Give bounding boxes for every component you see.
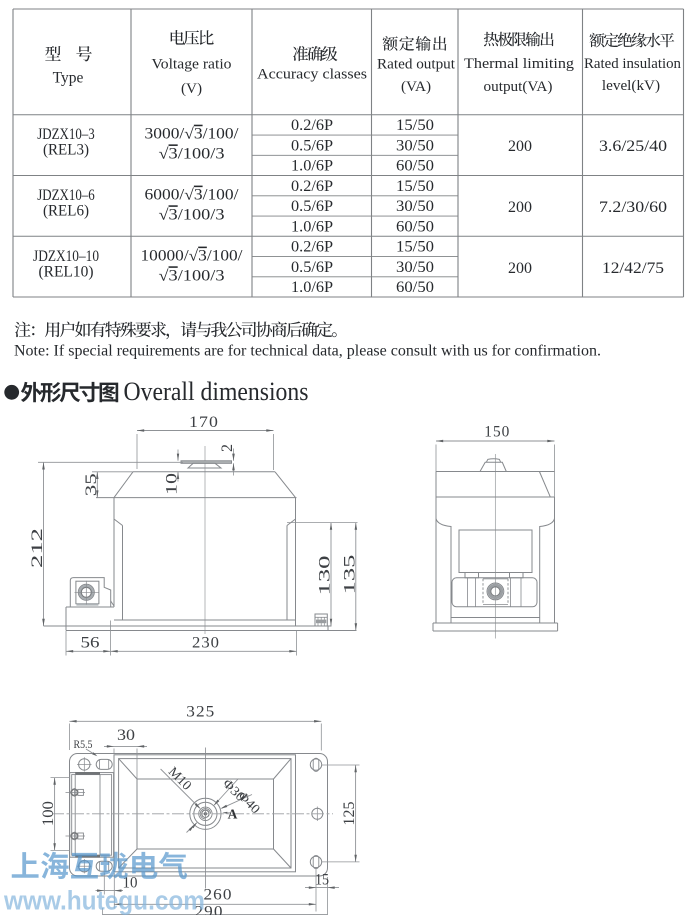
- svg-text:10: 10: [123, 875, 138, 892]
- svg-text:√3/100/3: √3/100/3: [159, 145, 225, 162]
- svg-text:(V): (V): [181, 80, 202, 97]
- svg-text:(VA): (VA): [401, 78, 431, 95]
- svg-text:0.2/6P: 0.2/6P: [291, 239, 333, 256]
- svg-text:0.5/6P: 0.5/6P: [291, 137, 333, 154]
- svg-text:Accuracy classes: Accuracy classes: [257, 66, 367, 83]
- svg-text:60/50: 60/50: [396, 279, 434, 296]
- svg-text:3000/√3/100/: 3000/√3/100/: [145, 126, 240, 143]
- svg-text:10000/√3/100/: 10000/√3/100/: [141, 248, 244, 265]
- svg-text:7.2/30/60: 7.2/30/60: [599, 199, 667, 216]
- svg-text:0.2/6P: 0.2/6P: [291, 178, 333, 195]
- svg-text:www.hutegu.com: www.hutegu.com: [3, 886, 205, 915]
- svg-text:30/50: 30/50: [396, 259, 434, 276]
- svg-text:15: 15: [315, 872, 329, 889]
- svg-text:JDZX10–6: JDZX10–6: [37, 187, 95, 204]
- svg-text:60/50: 60/50: [396, 158, 434, 175]
- svg-text:Rated insulation: Rated insulation: [584, 55, 681, 72]
- svg-text:290: 290: [195, 902, 224, 915]
- svg-text:1.0/6P: 1.0/6P: [291, 158, 333, 175]
- svg-text:100: 100: [40, 801, 57, 826]
- svg-text:200: 200: [508, 199, 532, 216]
- svg-text:√3/100/3: √3/100/3: [159, 267, 225, 284]
- svg-text:Type: Type: [53, 70, 84, 87]
- svg-text:56: 56: [81, 634, 100, 652]
- svg-text:130: 130: [316, 556, 334, 596]
- svg-text:JDZX10–10: JDZX10–10: [33, 248, 99, 265]
- svg-text:(REL3): (REL3): [43, 142, 89, 159]
- svg-text:0.5/6P: 0.5/6P: [291, 259, 333, 276]
- svg-text:Rated output: Rated output: [377, 56, 456, 73]
- svg-text:1.0/6P: 1.0/6P: [291, 279, 333, 296]
- svg-text:Thermal limiting: Thermal limiting: [464, 55, 574, 72]
- svg-text:125: 125: [341, 801, 358, 825]
- svg-text:JDZX10–3: JDZX10–3: [37, 126, 95, 143]
- svg-text:15/50: 15/50: [396, 239, 434, 256]
- svg-text:Voltage ratio: Voltage ratio: [152, 56, 232, 73]
- svg-text:60/50: 60/50: [396, 218, 434, 235]
- svg-text:30: 30: [117, 727, 135, 744]
- svg-text:230: 230: [192, 634, 220, 652]
- svg-text:Overall dimensions: Overall dimensions: [124, 377, 309, 406]
- svg-text:200: 200: [508, 260, 532, 277]
- svg-text:30/50: 30/50: [396, 137, 434, 154]
- svg-text:200: 200: [508, 138, 532, 155]
- svg-text:10: 10: [164, 473, 181, 495]
- svg-text:12/42/75: 12/42/75: [602, 260, 664, 277]
- svg-text:35: 35: [83, 473, 100, 496]
- svg-text:15/50: 15/50: [396, 178, 434, 195]
- svg-text:(REL6): (REL6): [43, 203, 89, 220]
- svg-text:212: 212: [28, 528, 46, 568]
- svg-text:260: 260: [204, 886, 233, 904]
- svg-text:(REL10): (REL10): [39, 264, 94, 281]
- svg-text:15/50: 15/50: [396, 117, 434, 134]
- svg-text:6000/√3/100/: 6000/√3/100/: [145, 187, 240, 204]
- svg-text:30/50: 30/50: [396, 198, 434, 215]
- svg-text:A: A: [228, 806, 238, 821]
- svg-text:325: 325: [186, 703, 215, 721]
- svg-text:Note: If special requirements: Note: If special requirements are for te…: [14, 343, 601, 360]
- svg-text:level(kV): level(kV): [602, 77, 660, 94]
- svg-text:150: 150: [484, 424, 510, 441]
- svg-text:2: 2: [219, 444, 236, 452]
- svg-text:170: 170: [189, 413, 219, 431]
- svg-text:1.0/6P: 1.0/6P: [291, 218, 333, 235]
- svg-text:√3/100/3: √3/100/3: [159, 206, 225, 223]
- svg-text:3.6/25/40: 3.6/25/40: [599, 138, 667, 155]
- svg-text:0.2/6P: 0.2/6P: [291, 117, 333, 134]
- svg-text:0.5/6P: 0.5/6P: [291, 198, 333, 215]
- svg-text:135: 135: [340, 555, 358, 595]
- svg-text:output(VA): output(VA): [484, 78, 553, 95]
- svg-text:R5.5: R5.5: [74, 737, 93, 751]
